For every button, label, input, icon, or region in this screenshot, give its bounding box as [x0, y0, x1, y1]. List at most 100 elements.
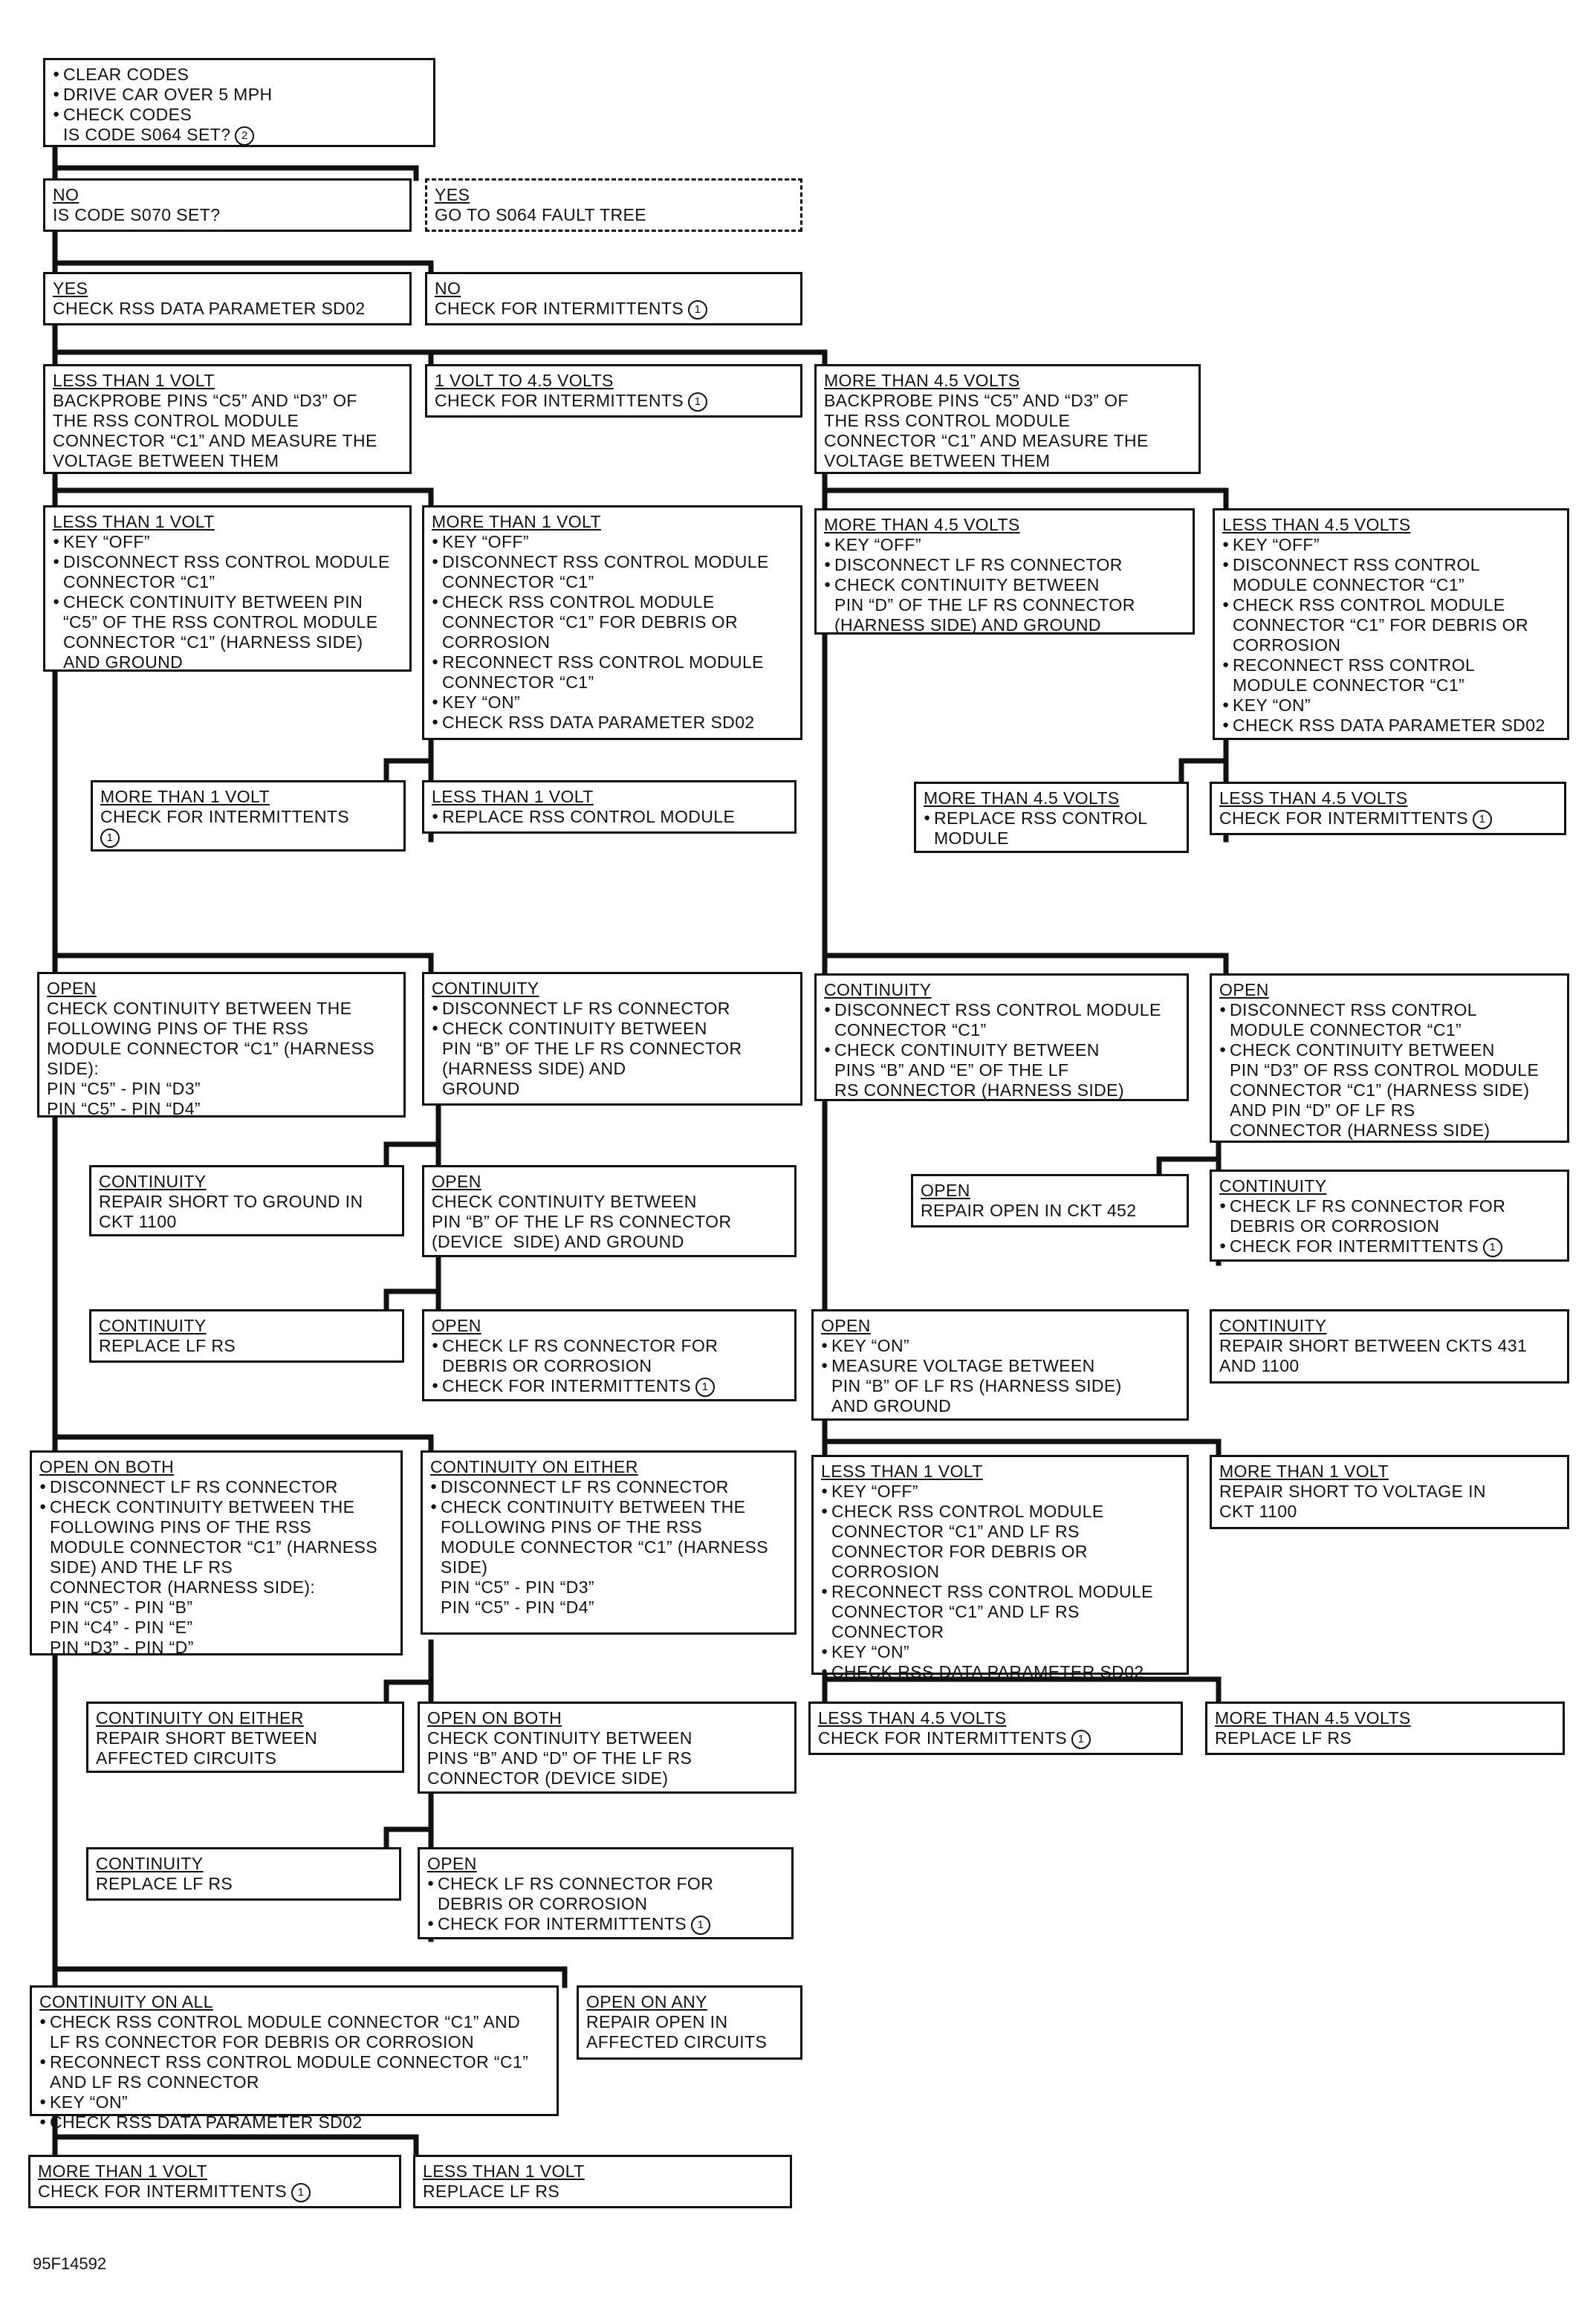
result-less-than-1v: LESS THAN 1 VOLT BACKPROBE PINS “C5” AND…: [43, 364, 412, 474]
branch-label: LESS THAN 1 VOLT: [821, 1462, 983, 1481]
step-item: CHECK CONTINUITY BETWEEN PIN “D” OF THE …: [824, 574, 1187, 635]
step-item: CHECK RSS DATA PARAMETER SD02: [1222, 715, 1561, 736]
step-item: DISCONNECT RSS CONTROL MODULE CONNECTOR …: [432, 551, 794, 592]
figure-id: 95F14592: [33, 2254, 107, 2273]
step-less-than-1v-reconnect-all: LESS THAN 1 VOLT KEY “OFF” CHECK RSS CON…: [811, 1455, 1189, 1681]
step-continuity-check-pins-b-e: CONTINUITY DISCONNECT RSS CONTROL MODULE…: [814, 973, 1189, 1101]
step-text: REPAIR OPEN IN: [586, 2012, 728, 2031]
step-open-on-both-check-pins: OPEN ON BOTH DISCONNECT LF RS CONNECTOR …: [30, 1450, 403, 1658]
step-text: FOLLOWING PINS OF THE RSS: [47, 1019, 309, 1038]
step-text: CHECK CONTINUITY BETWEEN: [427, 1728, 692, 1748]
step-text: BACKPROBE PINS “C5” AND “D3” OF: [53, 391, 357, 410]
branch-label: OPEN ON BOTH: [427, 1708, 562, 1728]
step-item: KEY “OFF”: [821, 1481, 1181, 1502]
step-item: CHECK CONTINUITY BETWEEN THE FOLLOWING P…: [430, 1496, 788, 1618]
step-text: VOLTAGE BETWEEN THEM: [53, 451, 279, 470]
step-item: KEY “OFF”: [824, 534, 1187, 555]
branch-label: MORE THAN 1 VOLT: [38, 2161, 207, 2181]
step-text: REPLACE LF RS: [423, 2182, 560, 2201]
step-text: REPLACE LF RS: [96, 1874, 233, 1893]
branch-label: OPEN: [1219, 980, 1269, 999]
step-item: DISCONNECT LF RS CONNECTOR: [430, 1476, 788, 1497]
step-text: REPAIR SHORT TO GROUND IN: [99, 1192, 363, 1211]
step-item: REPLACE RSS CONTROL MODULE: [432, 806, 788, 827]
step-item: CLEAR CODES: [53, 64, 427, 85]
branch-label: OPEN: [47, 979, 97, 998]
step-text: CHECK FOR INTERMITTENTS: [435, 391, 684, 410]
step-item: DISCONNECT RSS CONTROL MODULE CONNECTOR …: [1222, 554, 1561, 595]
step-item: KEY “ON”: [821, 1641, 1181, 1662]
step-text: CHECK FOR INTERMITTENTS: [1219, 808, 1469, 828]
step-text: REPAIR SHORT BETWEEN CKTS 431: [1219, 1336, 1528, 1355]
result-open-check-connector-2: OPEN CHECK LF RS CONNECTOR FOR DEBRIS OR…: [418, 1847, 794, 1939]
step-item: KEY “ON”: [1222, 695, 1561, 716]
result-repair-open-affected: OPEN ON ANY REPAIR OPEN IN AFFECTED CIRC…: [577, 1985, 802, 2060]
branch-label: MORE THAN 4.5 VOLTS: [924, 788, 1120, 808]
branch-label: LESS THAN 4.5 VOLTS: [1219, 788, 1408, 808]
branch-label: LESS THAN 1 VOLT: [53, 371, 215, 390]
result-replace-lf-rs: CONTINUITY REPLACE LF RS: [89, 1309, 404, 1363]
step-text: IS CODE S070 SET?: [53, 205, 221, 224]
step-more-than-1v-reconnect: MORE THAN 1 VOLT KEY “OFF” DISCONNECT RS…: [422, 505, 802, 740]
step-item: CHECK CONTINUITY BETWEEN PIN “D3” OF RSS…: [1219, 1040, 1561, 1141]
branch-label: OPEN: [921, 1181, 970, 1200]
step-clear-codes: CLEAR CODES DRIVE CAR OVER 5 MPH CHECK C…: [43, 58, 435, 147]
branch-label: NO: [435, 279, 461, 298]
branch-label: MORE THAN 4.5 VOLTS: [824, 515, 1020, 534]
step-item: KEY “OFF”: [53, 531, 403, 552]
step-item: KEY “ON”: [39, 2092, 551, 2112]
step-text: CHECK RSS DATA PARAMETER SD02: [53, 299, 366, 318]
step-text: CKT 1100: [1219, 1502, 1297, 1521]
step-item: CHECK FOR INTERMITTENTS: [442, 1376, 692, 1395]
step-text: BACKPROBE PINS “C5” AND “D3” OF: [824, 391, 1129, 410]
branch-label: CONTINUITY: [432, 979, 539, 998]
branch-yes-s064: YES GO TO S064 FAULT TREE: [425, 178, 802, 232]
result-repair-short-affected: CONTINUITY ON EITHER REPAIR SHORT BETWEE…: [86, 1702, 404, 1773]
step-item: KEY “OFF”: [432, 531, 794, 552]
branch-label: 1 VOLT TO 4.5 VOLTS: [435, 371, 614, 390]
branch-label: CONTINUITY: [96, 1854, 204, 1873]
step-open-check-pin-d3: OPEN DISCONNECT RSS CONTROL MODULE CONNE…: [1210, 973, 1569, 1143]
branch-label: NO: [53, 185, 80, 204]
branch-label: MORE THAN 4.5 VOLTS: [824, 371, 1020, 390]
note-ref-icon: 1: [688, 392, 708, 412]
note-ref-icon: 1: [1473, 809, 1493, 829]
note-ref-icon: 1: [695, 1377, 716, 1397]
step-more-than-4-5v-check-pin-d: MORE THAN 4.5 VOLTS KEY “OFF” DISCONNECT…: [814, 508, 1195, 635]
step-item: CHECK CONTINUITY BETWEEN THE FOLLOWING P…: [39, 1496, 395, 1658]
step-text: REPAIR SHORT TO VOLTAGE IN: [1219, 1482, 1486, 1501]
branch-label: OPEN ON ANY: [586, 1992, 707, 2011]
branch-label: OPEN: [427, 1854, 477, 1873]
step-continuity-on-either-check-pins: CONTINUITY ON EITHER DISCONNECT LF RS CO…: [421, 1450, 797, 1635]
branch-yes-check-sd02: YES CHECK RSS DATA PARAMETER SD02: [43, 272, 412, 325]
result-repair-open-ckt452: OPEN REPAIR OPEN IN CKT 452: [911, 1174, 1189, 1227]
step-item: DISCONNECT RSS CONTROL MODULE CONNECTOR …: [1219, 999, 1561, 1040]
step-item: CHECK LF RS CONNECTOR FOR DEBRIS OR CORR…: [432, 1335, 788, 1376]
step-text: MODULE CONNECTOR “C1” (HARNESS: [47, 1039, 374, 1058]
step-text: VOLTAGE BETWEEN THEM: [824, 451, 1051, 470]
result-replace-lf-rs-4-5v: MORE THAN 4.5 VOLTS REPLACE LF RS: [1205, 1702, 1565, 1755]
step-item: CHECK RSS CONTROL MODULE CONNECTOR “C1” …: [1222, 594, 1561, 655]
step-item: CHECK LF RS CONNECTOR FOR DEBRIS OR CORR…: [427, 1873, 785, 1914]
step-item: CHECK CONTINUITY BETWEEN PIN “B” OF THE …: [432, 1018, 794, 1099]
step-less-than-1v-check-pin-c5: LESS THAN 1 VOLT KEY “OFF” DISCONNECT RS…: [43, 505, 412, 672]
step-text: CHECK FOR INTERMITTENTS: [818, 1728, 1068, 1748]
step-item: DISCONNECT RSS CONTROL MODULE CONNECTOR …: [53, 551, 403, 592]
result-repair-short-ckts-431-1100: CONTINUITY REPAIR SHORT BETWEEN CKTS 431…: [1210, 1309, 1569, 1384]
step-item: CHECK LF RS CONNECTOR FOR DEBRIS OR CORR…: [1219, 1196, 1561, 1236]
branch-label: LESS THAN 1 VOLT: [53, 512, 215, 531]
result-1v-to-4-5v: 1 VOLT TO 4.5 VOLTS CHECK FOR INTERMITTE…: [425, 364, 802, 418]
branch-label: OPEN: [432, 1172, 481, 1191]
branch-label: YES: [435, 185, 470, 204]
step-item: DISCONNECT LF RS CONNECTOR: [39, 1476, 395, 1497]
result-open-check-connector: OPEN CHECK LF RS CONNECTOR FOR DEBRIS OR…: [422, 1309, 797, 1401]
step-item: MEASURE VOLTAGE BETWEEN PIN “B” OF LF RS…: [821, 1355, 1181, 1416]
step-item: RECONNECT RSS CONTROL MODULE CONNECTOR “…: [1222, 655, 1561, 695]
step-text: CONNECTOR “C1” AND MEASURE THE: [824, 431, 1149, 450]
step-text: CHECK FOR INTERMITTENTS: [100, 807, 350, 826]
result-more-than-1v-intermittents: MORE THAN 1 VOLT CHECK FOR INTERMITTENTS…: [91, 780, 406, 852]
branch-label: CONTINUITY ON EITHER: [96, 1708, 304, 1728]
step-open-check-device-side: OPEN CHECK CONTINUITY BETWEEN PIN “B” OF…: [422, 1165, 797, 1257]
result-replace-rss-module: LESS THAN 1 VOLT REPLACE RSS CONTROL MOD…: [422, 780, 797, 834]
